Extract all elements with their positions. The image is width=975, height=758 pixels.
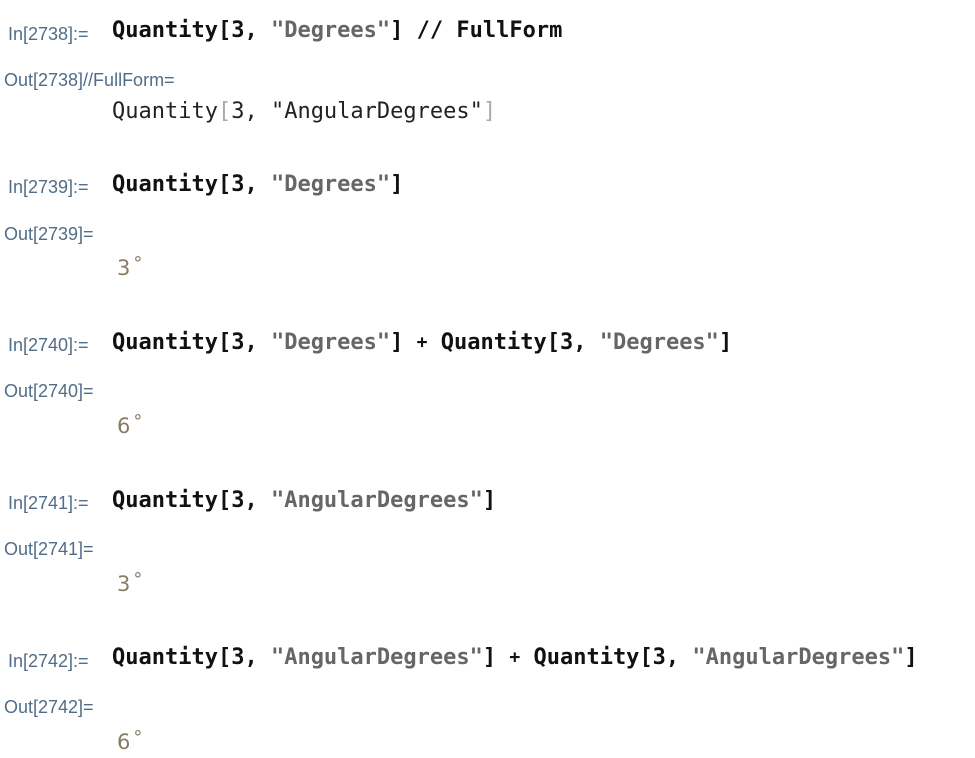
- function-name: Quantity: [533, 645, 640, 670]
- input-label: In[2742]:=: [8, 651, 89, 671]
- output-label: Out[2740]=: [4, 381, 94, 401]
- bracket-close: ]: [482, 645, 497, 670]
- output-label: Out[2738]//FullForm=: [4, 70, 175, 90]
- function-name: Quantity: [112, 645, 218, 670]
- bracket-open: [: [217, 99, 232, 124]
- bracket-args: [3,: [217, 18, 271, 43]
- degree-unit: °: [133, 569, 143, 590]
- output-label: Out[2739]=: [4, 224, 94, 244]
- input-label: In[2738]:=: [8, 24, 89, 44]
- bracket-close: ]: [390, 330, 404, 355]
- string-arg: "Degrees": [270, 18, 391, 43]
- bracket-args: [3,: [217, 488, 271, 513]
- function-name: Quantity: [440, 330, 547, 355]
- string-arg: "AngularDegrees": [270, 488, 483, 513]
- bracket-args: [3,: [217, 645, 271, 670]
- args-text: 3, "AngularDegrees": [231, 99, 483, 124]
- quantity-output: 6°: [117, 727, 143, 754]
- plus-operator: +: [509, 647, 521, 668]
- quantity-value: 6: [117, 730, 131, 754]
- quantity-value: 3: [117, 572, 131, 596]
- input-cell[interactable]: Quantity[3, "AngularDegrees"]: [112, 488, 496, 513]
- quantity-output: 3°: [117, 253, 143, 280]
- bracket-args: [3,: [546, 330, 600, 355]
- string-arg: "Degrees": [270, 330, 391, 355]
- bracket-args: [3,: [217, 172, 271, 197]
- bracket-args: [3,: [639, 645, 693, 670]
- function-name: Quantity: [112, 99, 218, 124]
- function-name: Quantity: [112, 18, 218, 43]
- string-arg: "Degrees": [270, 172, 391, 197]
- function-name: Quantity: [112, 172, 218, 197]
- quantity-output: 3°: [117, 569, 143, 596]
- input-cell[interactable]: Quantity[3, "Degrees"] // FullForm: [112, 18, 562, 43]
- bracket-close: ]: [904, 645, 918, 670]
- output-label: Out[2742]=: [4, 697, 94, 717]
- degree-unit: °: [133, 253, 143, 274]
- bracket-args: [3,: [217, 330, 271, 355]
- quantity-value: 6: [117, 414, 131, 438]
- quantity-value: 3: [117, 256, 131, 280]
- input-label: In[2741]:=: [8, 493, 89, 513]
- input-label: In[2740]:=: [8, 335, 89, 355]
- degree-unit: °: [133, 727, 143, 748]
- input-label: In[2739]:=: [8, 177, 89, 197]
- bracket-close: ]: [390, 172, 404, 197]
- function-name: Quantity: [112, 330, 218, 355]
- input-cell[interactable]: Quantity[3, "Degrees"]: [112, 172, 403, 197]
- string-arg: "AngularDegrees": [692, 645, 905, 670]
- output-cell: Quantity[3, "AngularDegrees"]: [112, 99, 496, 124]
- input-cell[interactable]: Quantity[3, "Degrees"] + Quantity[3, "De…: [112, 330, 732, 355]
- string-arg: "Degrees": [599, 330, 719, 355]
- quantity-output: 6°: [117, 411, 143, 438]
- bracket-close: ] // FullForm: [390, 18, 563, 43]
- bracket-close: ]: [718, 330, 733, 355]
- degree-unit: °: [133, 411, 143, 432]
- function-name: Quantity: [112, 488, 218, 513]
- input-cell[interactable]: Quantity[3, "AngularDegrees"] + Quantity…: [112, 645, 918, 670]
- bracket-close: ]: [482, 488, 497, 513]
- string-arg: "AngularDegrees": [270, 645, 483, 670]
- output-label: Out[2741]=: [4, 539, 94, 559]
- bracket-close: ]: [482, 99, 497, 124]
- plus-operator: +: [416, 332, 428, 353]
